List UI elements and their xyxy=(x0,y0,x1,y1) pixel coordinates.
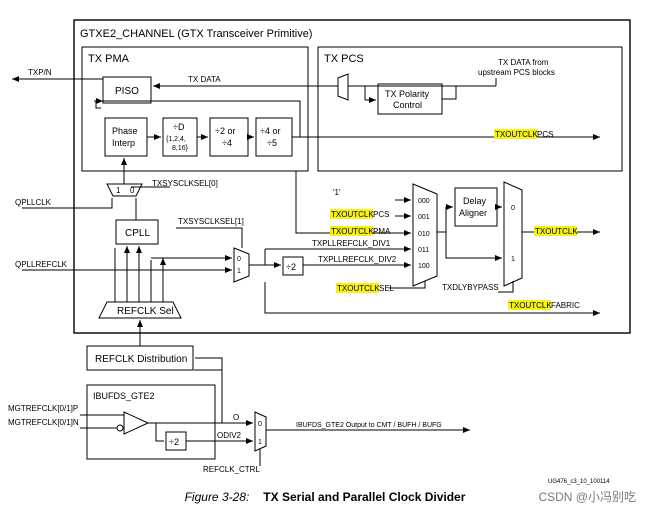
piso-label: PISO xyxy=(115,86,139,97)
fabric-hl: TXOUTCLK xyxy=(509,301,552,310)
sysclk1-mux-1: 1 xyxy=(237,268,241,275)
txsysclksel0-label: TXSYSCLKSEL[0] xyxy=(152,179,218,188)
txoutclk-pcs-rest: PCS xyxy=(537,130,553,139)
cpll-block xyxy=(115,219,159,245)
refclk-ctrl-label: REFCLK_CTRL xyxy=(203,465,260,474)
tx-data-label: TX DATA xyxy=(188,75,221,84)
txoutclksel-mux xyxy=(412,183,438,287)
highlight-sel-pma xyxy=(330,226,373,236)
pllrefclk-div2: TXPLLREFCLK_DIV2 xyxy=(318,255,397,264)
refclk-mux-0: 0 xyxy=(258,421,262,428)
sel-sel-hl: TXOUTCLK xyxy=(337,284,380,293)
div-2or4-block xyxy=(209,117,249,157)
delay-label-2: Aligner xyxy=(459,208,487,218)
bypass-mux xyxy=(503,181,523,287)
div2-small-block xyxy=(282,256,304,276)
tx-data-upstream-1: TX DATA from xyxy=(498,58,549,67)
code-010: 010 xyxy=(418,231,430,238)
code-000: 000 xyxy=(418,198,430,205)
tx-pma-label: TX PMA xyxy=(88,53,130,65)
cpll-label: CPLL xyxy=(125,228,150,239)
ibufds-box xyxy=(86,384,216,460)
div-4or5-label-2: ÷5 xyxy=(267,138,277,148)
piso-block xyxy=(102,76,152,104)
watermark: CSDN @小冯别吃 xyxy=(538,490,636,504)
quote-1: '1' xyxy=(333,188,341,197)
txdlybypass-label: TXDLYBYPASS xyxy=(442,283,499,292)
sel-pcs-hl: TXOUTCLK xyxy=(331,210,374,219)
ibufds-output-label: IBUFDS_GTE2 Output to CMT / BUFH / BUFG xyxy=(296,422,442,429)
polarity-label-2: Control xyxy=(393,100,422,110)
div-d-label: ÷D xyxy=(173,122,185,132)
ibufds-label: IBUFDS_GTE2 xyxy=(93,391,155,401)
refclk-ctrl-mux xyxy=(254,411,267,452)
sysclk1-mux-0: 0 xyxy=(237,256,241,263)
txpn-label: TXP/N xyxy=(28,68,52,77)
div-4or5-label-1: ÷4 or xyxy=(260,126,280,136)
bypass-mux-1: 1 xyxy=(511,256,515,263)
phase-label: Phase xyxy=(112,126,138,136)
highlight-sel xyxy=(336,283,379,293)
sel-pma-hl: TXOUTCLK xyxy=(331,227,374,236)
div-d-opt2: 8,16} xyxy=(172,145,189,152)
sel-pma-rest: PMA xyxy=(373,227,391,236)
txoutclk-pcs-hl: TXOUTCLK xyxy=(495,130,538,139)
o-label: O xyxy=(233,413,239,422)
code-100: 100 xyxy=(418,263,430,270)
odiv2-label: ODIV2 xyxy=(217,431,242,440)
sel-pcs-rest: PCS xyxy=(373,210,389,219)
code-011: 011 xyxy=(418,247,429,254)
delay-aligner-block xyxy=(454,187,498,227)
pllrefclk-div1: TXPLLREFCLK_DIV1 xyxy=(312,239,391,248)
tx-pcs-box xyxy=(317,46,623,172)
gtxe2-channel-box xyxy=(73,19,631,334)
div-d-opt1: {1,2,4, xyxy=(166,136,186,143)
clock-divider-diagram: GTXE2_CHANNEL (GTX Transceiver Primitive… xyxy=(8,19,631,485)
refclk-mux-1: 1 xyxy=(258,439,262,446)
div-4or5-block xyxy=(255,117,293,157)
fabric-rest: FABRIC xyxy=(551,301,580,310)
sel-sel-rest: SEL xyxy=(379,284,395,293)
highlight-txoutclk xyxy=(534,226,577,236)
div-2or4-label-1: ÷2 or xyxy=(215,126,235,136)
highlight-pcs xyxy=(494,129,537,139)
doc-id: UG476_c3_10_100114 xyxy=(548,479,610,485)
txsysclksel1-label: TXSYSCLKSEL[1] xyxy=(178,217,244,226)
polarity-label-1: TX Polarity xyxy=(385,89,430,99)
phase-interp-block xyxy=(104,117,148,157)
qpllrefclk-label: QPLLREFCLK xyxy=(15,260,68,269)
mgtrefclk-p-label: MGTREFCLK[0/1]P xyxy=(8,404,78,413)
pcs-mux-shape xyxy=(337,73,349,101)
qpllclk-label: QPLLCLK xyxy=(15,198,52,207)
refclk-sel-label: REFCLK Sel xyxy=(117,306,174,317)
div2-ibufds-label: ÷2 xyxy=(169,437,179,447)
tx-pcs-label: TX PCS xyxy=(324,53,364,65)
highlight-sel-pcs xyxy=(330,209,373,219)
sysclk1-mux xyxy=(233,247,250,283)
bypass-mux-0: 0 xyxy=(511,205,515,212)
figure-number: Figure 3-28: xyxy=(184,490,250,504)
tx-pma-box xyxy=(81,46,309,172)
highlight-fabric xyxy=(508,300,551,310)
pll-mux-1: 1 xyxy=(116,186,121,195)
ibufds-buffer xyxy=(123,411,150,435)
delay-label-1: Delay xyxy=(463,196,487,206)
figure-title: TX Serial and Parallel Clock Divider xyxy=(263,490,466,504)
div2-small-label: ÷2 xyxy=(286,262,296,272)
pll-mux-0: 0 xyxy=(130,186,135,195)
div-2or4-label-2: ÷4 xyxy=(222,138,232,148)
pll-select-mux xyxy=(106,183,143,197)
channel-title: GTXE2_CHANNEL (GTX Transceiver Primitive… xyxy=(80,28,312,40)
code-001: 001 xyxy=(418,214,430,221)
figure-caption: Figure 3-28: TX Serial and Parallel Clock… xyxy=(0,490,650,504)
tx-data-upstream-2: upstream PCS blocks xyxy=(478,68,555,77)
refclk-distribution-label: REFCLK Distribution xyxy=(95,354,187,365)
mgtrefclk-n-label: MGTREFCLK[0/1]N xyxy=(8,418,79,427)
interp-label: Interp xyxy=(112,138,135,148)
txoutclk-label: TXOUTCLK xyxy=(535,227,578,236)
